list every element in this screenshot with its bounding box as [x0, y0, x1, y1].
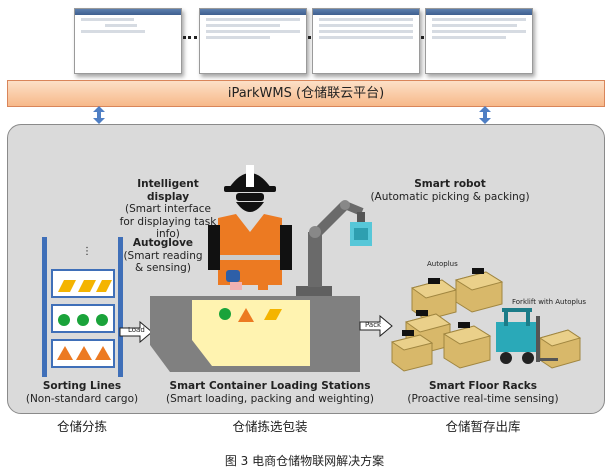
- sorting-lines-title: Sorting Lines: [42, 380, 122, 392]
- autoglove-desc: (Smart reading & sensing): [123, 249, 203, 275]
- screenshot-thumbnail-2: [199, 8, 307, 74]
- cargo-box-icon: [390, 330, 434, 372]
- loading-stations-desc: (Smart loading, packing and weighting): [166, 392, 374, 405]
- load-label: Load: [128, 326, 145, 334]
- loading-stations-title: Smart Container Loading Stations: [169, 380, 371, 392]
- pack-arrow-icon: [359, 314, 393, 338]
- sorting-cn-label: 仓储分拣: [56, 419, 107, 434]
- load-arrow-icon: [119, 320, 153, 344]
- floor-racks-title: Smart Floor Racks: [428, 380, 538, 392]
- floor-racks-desc: (Proactive real-time sensing): [407, 392, 559, 405]
- cargo-box-icon: [442, 322, 492, 369]
- sorting-rack-icon: [42, 237, 123, 377]
- smart-robot-label: Smart robot (Automatic picking & packing…: [370, 178, 530, 203]
- forklift-icon: [496, 308, 558, 364]
- intelligent-display-desc: (Smart interface for displaying task inf…: [119, 203, 217, 240]
- sync-arrow-icon: [479, 106, 491, 124]
- smart-robot-title: Smart robot: [414, 178, 486, 190]
- sorting-lines-label: Sorting Lines (Non-standard cargo): [22, 380, 142, 405]
- platform-banner: iParkWMS (仓储联云平台): [7, 80, 605, 107]
- connector-dots: [183, 36, 197, 39]
- screenshot-thumbnail-3: [312, 8, 420, 74]
- pack-label: Pack: [365, 321, 382, 329]
- floor-racks-label: Smart Floor Racks (Proactive real-time s…: [398, 380, 568, 405]
- intelligent-display-label: Intelligent display (Smart interface for…: [118, 178, 218, 241]
- cargo-box-icon: [538, 329, 582, 369]
- figure-caption: 图 3 电商仓储物联网解决方案: [224, 454, 385, 468]
- sync-arrow-icon: [93, 106, 105, 124]
- screenshot-thumbnail-4: [425, 8, 533, 74]
- screenshot-thumbnail-1: [74, 8, 182, 74]
- autoglove-title: Autoglove: [132, 237, 194, 249]
- loading-stations-label: Smart Container Loading Stations (Smart …: [160, 380, 380, 405]
- ellipsis-label: ⋮: [82, 246, 92, 257]
- autoplus-label: Autoplus: [427, 260, 458, 268]
- sorting-lines-desc: (Non-standard cargo): [25, 392, 139, 405]
- forklift-label: Forklift with Autoplus: [512, 298, 586, 306]
- intelligent-display-title: Intelligent display: [137, 178, 199, 203]
- picking-cn-label: 仓储拣选包装: [232, 419, 308, 434]
- autoglove-label: Autoglove (Smart reading & sensing): [118, 237, 208, 275]
- worker-icon: [208, 165, 292, 290]
- floor-rack-boxes: [390, 268, 582, 372]
- robot-arm-icon: [296, 200, 372, 296]
- loading-station-icon: [150, 296, 360, 372]
- smart-robot-desc: (Automatic picking & packing): [370, 190, 530, 203]
- storage-cn-label: 仓储暂存出库: [445, 419, 521, 434]
- cargo-box-icon: [454, 268, 504, 313]
